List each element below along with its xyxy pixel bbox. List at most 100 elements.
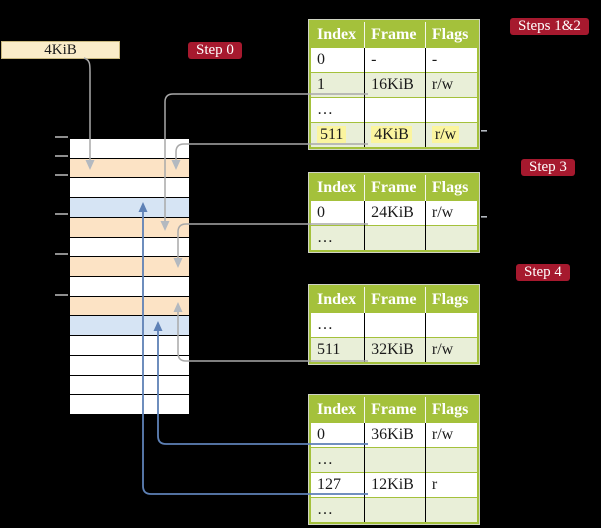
cell-flags xyxy=(424,312,478,338)
table-row: … xyxy=(310,312,478,338)
cell-frame: - xyxy=(364,47,426,73)
memory-row-peach xyxy=(70,158,189,179)
memory-row-blue xyxy=(70,316,189,337)
cell-index: 0 xyxy=(310,200,365,226)
memory-tick xyxy=(55,136,68,138)
cell-frame xyxy=(364,225,426,251)
page-table-step-4: Index Frame Flags … 511 32KiB r/w xyxy=(309,285,479,364)
memory-row-white xyxy=(70,336,189,356)
cell-flags: r/w xyxy=(424,122,478,148)
cell-frame xyxy=(364,97,426,123)
cell-frame: 12KiB xyxy=(364,472,426,498)
cell-index: … xyxy=(310,225,365,251)
cell-flags: - xyxy=(424,47,478,73)
cell-index: 511 xyxy=(310,122,365,148)
memory-row-white xyxy=(70,375,189,396)
cell-index: … xyxy=(310,312,365,338)
cell-index: 1 xyxy=(310,72,365,98)
cell-index: 0 xyxy=(310,422,365,448)
table-row: … xyxy=(310,225,478,251)
column-header-flags: Flags xyxy=(424,21,478,48)
column-header-index: Index xyxy=(310,21,365,48)
cell-frame: 32KiB xyxy=(364,337,426,363)
connector-stub xyxy=(481,216,487,218)
cell-flags: r/w xyxy=(424,72,478,98)
cell-flags: r xyxy=(424,472,478,498)
table-header-row: Index Frame Flags xyxy=(310,174,478,201)
memory-row-white xyxy=(70,139,189,159)
cell-frame xyxy=(364,497,426,523)
cell-frame xyxy=(364,447,426,473)
cell-frame: 24KiB xyxy=(364,200,426,226)
cell-index: … xyxy=(310,447,365,473)
column-header-frame: Frame xyxy=(364,174,426,201)
page-table-step-3: Index Frame Flags 0 24KiB r/w … xyxy=(309,173,479,252)
cell-frame: 16KiB xyxy=(364,72,426,98)
frame-size-box: 4KiB xyxy=(1,41,120,59)
step-label-4: Step 4 xyxy=(516,264,570,281)
column-header-frame: Frame xyxy=(364,286,426,313)
page-table-steps-1-2: Index Frame Flags 0 - - 1 16KiB r/w … 51… xyxy=(309,20,479,149)
memory-row-white xyxy=(70,277,189,297)
table-row: 0 24KiB r/w xyxy=(310,200,478,226)
cell-flags xyxy=(424,225,478,251)
memory-tick xyxy=(55,294,68,296)
step-label-0: Step 0 xyxy=(188,42,242,59)
memory-tick xyxy=(55,155,68,157)
table-row: 1 16KiB r/w xyxy=(310,72,478,98)
frame-size-label: 4KiB xyxy=(44,42,77,58)
cell-frame xyxy=(364,312,426,338)
column-header-index: Index xyxy=(310,286,365,313)
memory-tick xyxy=(55,253,68,255)
column-header-flags: Flags xyxy=(424,174,478,201)
highlight: 511 xyxy=(317,126,347,143)
table-header-row: Index Frame Flags xyxy=(310,396,478,423)
table-row: 511 32KiB r/w xyxy=(310,337,478,363)
memory-row-white xyxy=(70,395,189,416)
column-header-index: Index xyxy=(310,396,365,423)
table-row: … xyxy=(310,447,478,473)
memory-row-peach xyxy=(70,257,189,278)
table-header-row: Index Frame Flags xyxy=(310,286,478,313)
page-table-final: Index Frame Flags 0 36KiB r/w … 127 12Ki… xyxy=(309,395,479,524)
memory-row-peach xyxy=(70,217,189,238)
table-row-highlighted: 511 4KiB r/w xyxy=(310,122,478,148)
memory-column xyxy=(70,138,189,416)
column-header-flags: Flags xyxy=(424,396,478,423)
connector-stub xyxy=(481,130,487,132)
cell-index: … xyxy=(310,97,365,123)
column-header-frame: Frame xyxy=(364,396,426,423)
table-row: 0 - - xyxy=(310,47,478,73)
column-header-frame: Frame xyxy=(364,21,426,48)
table-row: 0 36KiB r/w xyxy=(310,422,478,448)
table-row: 127 12KiB r xyxy=(310,472,478,498)
cell-flags xyxy=(424,497,478,523)
memory-tick xyxy=(55,174,68,176)
step-label-3: Step 3 xyxy=(521,159,575,176)
memory-row-white xyxy=(70,237,189,258)
cell-flags: r/w xyxy=(424,422,478,448)
highlight: 4KiB xyxy=(371,126,412,143)
highlight: r/w xyxy=(431,126,460,143)
cell-flags: r/w xyxy=(424,200,478,226)
cell-index: 127 xyxy=(310,472,365,498)
table-row: … xyxy=(310,97,478,123)
memory-row-white xyxy=(70,355,189,376)
column-header-flags: Flags xyxy=(424,286,478,313)
memory-row-peach xyxy=(70,296,189,317)
cell-index: … xyxy=(310,497,365,523)
memory-row-blue xyxy=(70,198,189,218)
cell-flags xyxy=(424,97,478,123)
memory-row-white xyxy=(70,178,189,199)
cell-index: 0 xyxy=(310,47,365,73)
cell-flags: r/w xyxy=(424,337,478,363)
step-label-1-2: Steps 1&2 xyxy=(510,18,589,35)
cell-frame: 4KiB xyxy=(364,122,426,148)
table-header-row: Index Frame Flags xyxy=(310,21,478,48)
cell-index: 511 xyxy=(310,337,365,363)
column-header-index: Index xyxy=(310,174,365,201)
table-row: … xyxy=(310,497,478,523)
cell-frame: 36KiB xyxy=(364,422,426,448)
memory-tick xyxy=(55,213,68,215)
